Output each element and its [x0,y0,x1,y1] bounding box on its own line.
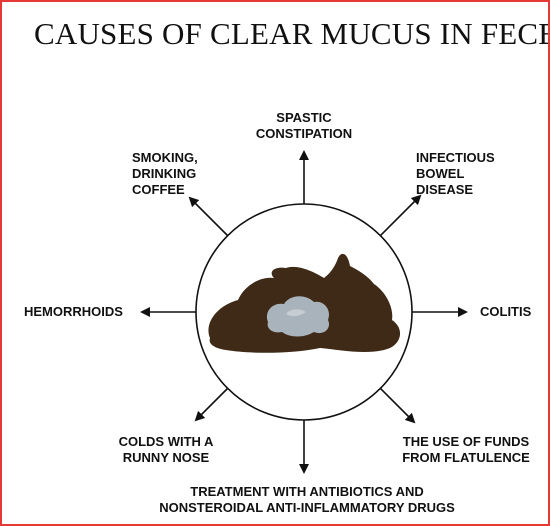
cause-funds-from-flatulence: THE USE OF FUNDS FROM FLATULENCE [386,434,546,466]
cause-hemorrhoids: HEMORRHOIDS [24,304,144,320]
cause-infectious-bowel-disease: INFECTIOUS BOWEL DISEASE [416,150,536,198]
arrow-down-right [380,388,414,422]
arrow-up-right [380,196,420,236]
cause-spastic-constipation: SPASTIC CONSTIPATION [242,110,366,142]
cause-colds-runny-nose: COLDS WITH A RUNNY NOSE [106,434,226,466]
cause-smoking-drinking-coffee: SMOKING, DRINKING COFFEE [132,150,242,198]
cause-colitis: COLITIS [480,304,550,320]
arrow-up-left [190,198,228,236]
cause-antibiotics-nsaids: TREATMENT WITH ANTIBIOTICS AND NONSTEROI… [122,484,492,516]
arrow-down-left [196,388,228,420]
